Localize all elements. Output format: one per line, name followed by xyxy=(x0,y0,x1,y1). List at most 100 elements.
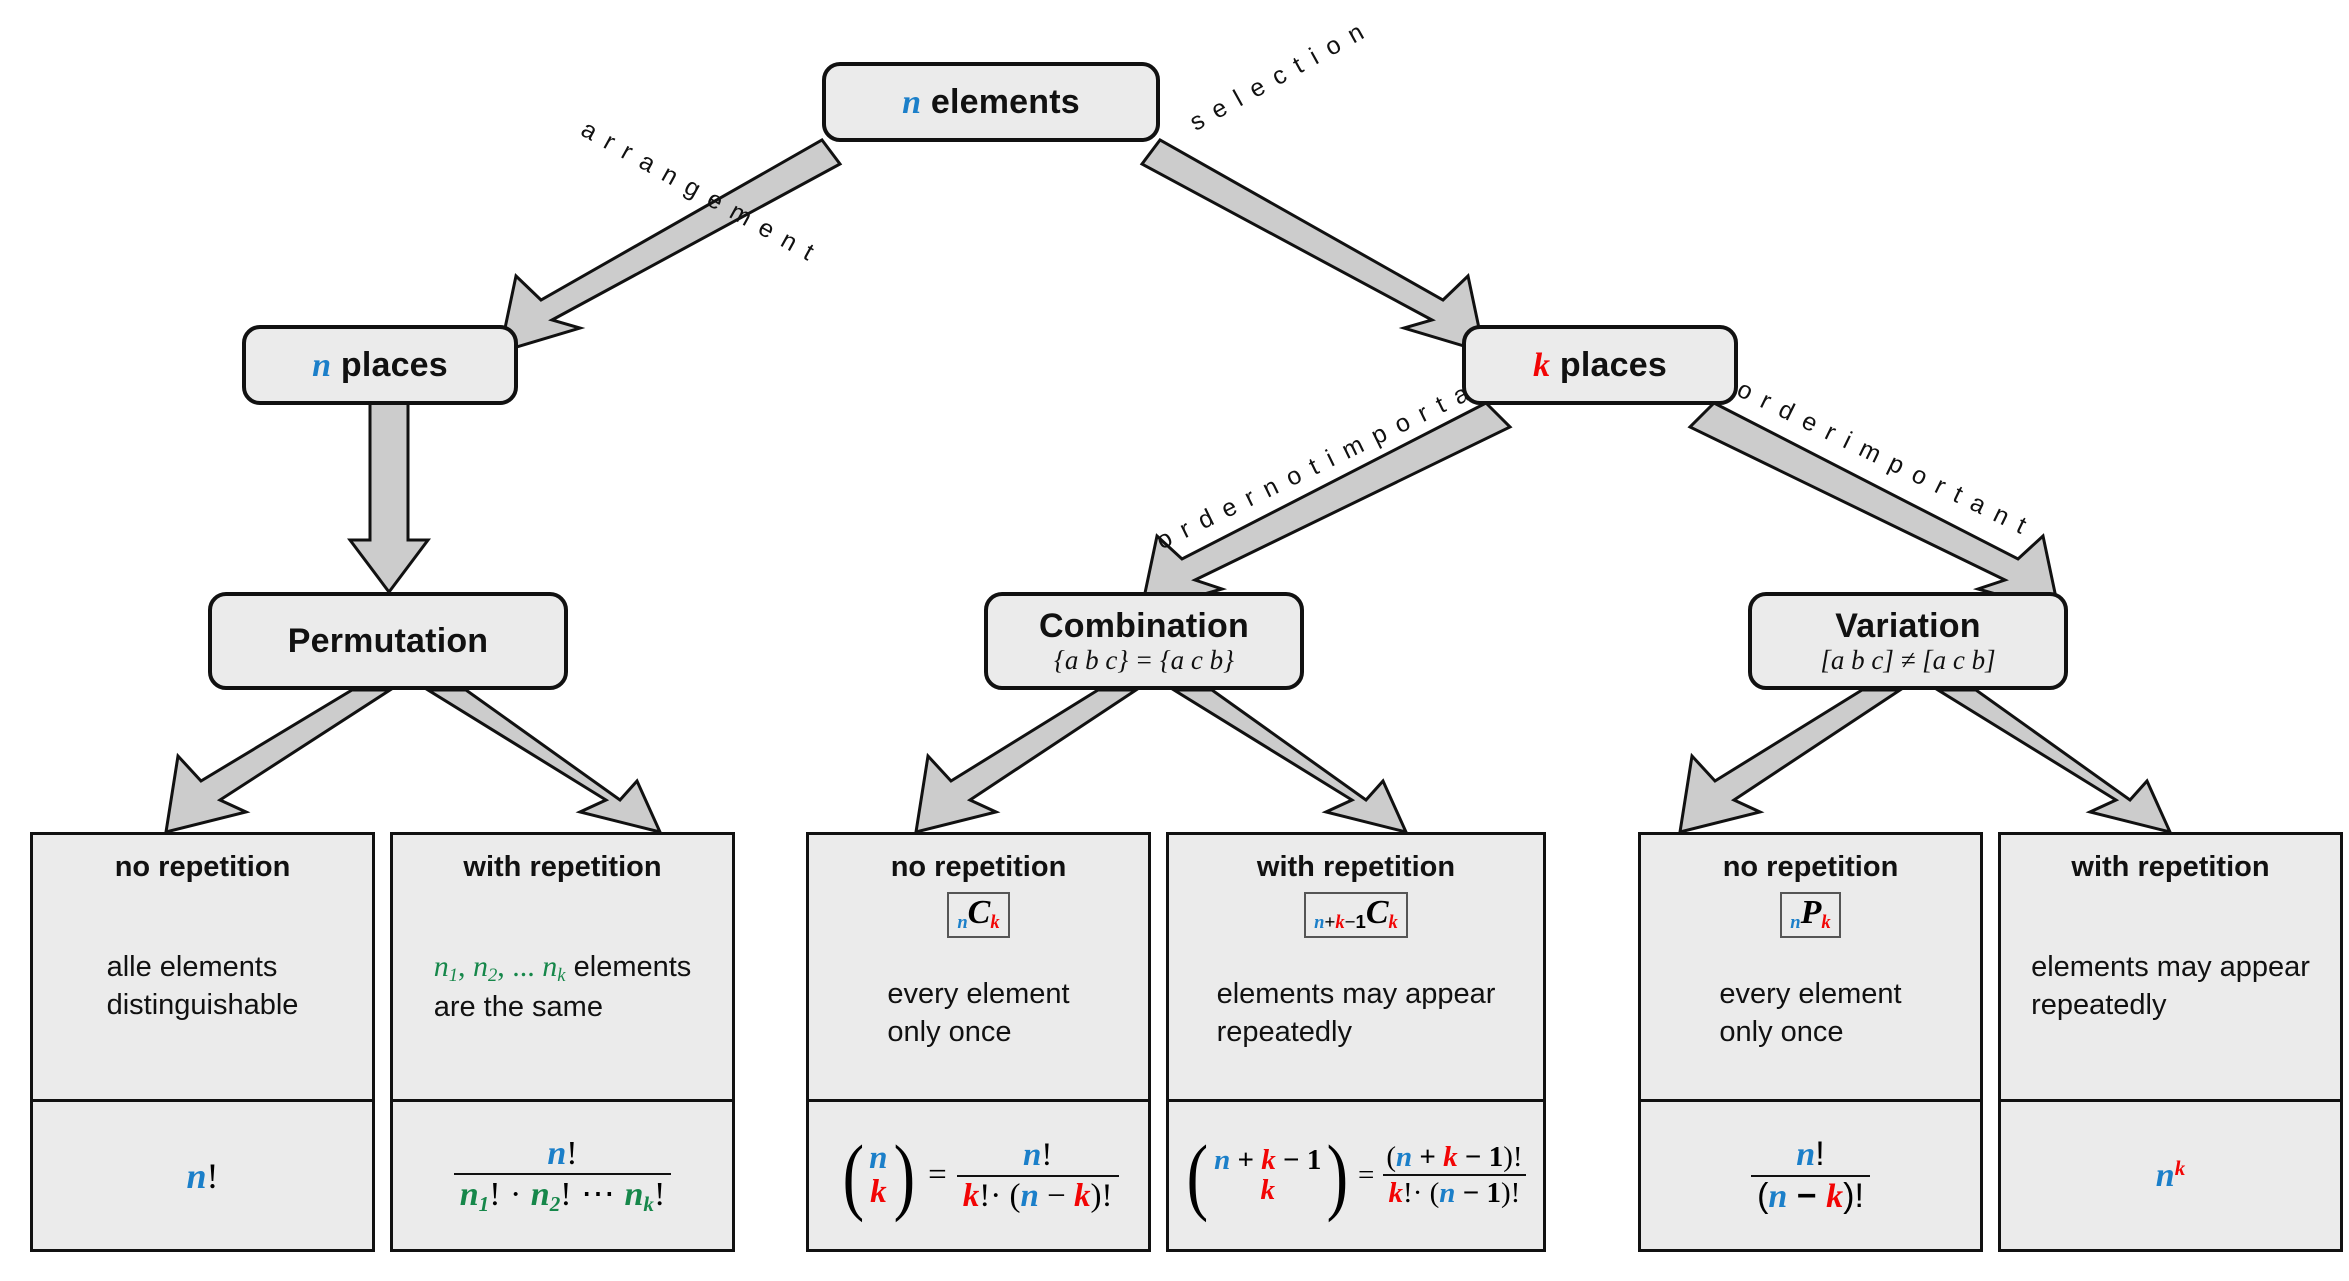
desc-line-2: distinguishable xyxy=(106,988,299,1021)
den-k: k xyxy=(1826,1177,1844,1215)
fraction-numerator: n! xyxy=(1017,1138,1058,1175)
num-k: k xyxy=(1443,1141,1458,1174)
den-minus: − xyxy=(1796,1176,1817,1215)
leaf-var-with-rep-desc: elements may appear repeatedly xyxy=(2031,949,2310,1024)
desc-line-1: elements may appear xyxy=(2031,950,2310,983)
formula-n: n xyxy=(186,1155,207,1196)
fraction-numerator: n! xyxy=(1790,1135,1830,1175)
fraction-denominator: n1! · n2! ⋯ nk! xyxy=(453,1173,672,1215)
leaf-var-with-rep-formula: nk xyxy=(2001,1099,2340,1249)
node-variation[interactable]: Variation [a b c] ≠ [a c b] xyxy=(1748,592,2068,690)
desc-line-1: every element xyxy=(887,977,1070,1010)
desc-line-1: elements may appear xyxy=(1216,977,1496,1010)
fraction-denominator: (n − k)! xyxy=(1751,1174,1870,1215)
leaf-var-with-rep-header: with repetition xyxy=(2071,851,2270,883)
den-rparen: ) xyxy=(1843,1176,1855,1215)
node-n-elements[interactable]: n elements xyxy=(822,62,1160,142)
ellipsis: ... xyxy=(512,950,535,984)
den-n2: n xyxy=(530,1176,550,1214)
n-places-var: n xyxy=(312,346,332,384)
node-combination[interactable]: Combination {a b c} = {a c b} xyxy=(984,592,1304,690)
arrow-variation-to-var-no-rep xyxy=(1678,688,1905,835)
n-places-label: places xyxy=(331,345,448,384)
leaf-comb-no-rep[interactable]: no repetition nCk every element only onc… xyxy=(806,832,1151,1252)
sub-1: 1 xyxy=(448,965,458,987)
binom-bottom-k: k xyxy=(870,1174,887,1211)
num-bang: ! xyxy=(1512,1141,1523,1174)
var-nk: n xyxy=(542,950,558,984)
num-bang: ! xyxy=(566,1134,578,1172)
leaf-var-with-rep[interactable]: with repetition elements may appear repe… xyxy=(1998,832,2343,1252)
arrow-root-to-n-places xyxy=(498,138,843,355)
num-rparen: ) xyxy=(1503,1141,1513,1174)
leaf-comb-with-rep-header: with repetition xyxy=(1256,851,1456,883)
den-bang-1: ! xyxy=(489,1176,501,1214)
binom-k: k xyxy=(1261,1143,1276,1176)
binom-minus: − xyxy=(1283,1143,1300,1176)
elements-word: elements xyxy=(565,951,692,984)
den-k: k xyxy=(962,1177,980,1214)
binom-top-expr: n + k − 1 xyxy=(1214,1143,1321,1176)
notation-sub-one: 1 xyxy=(1355,911,1366,933)
lparen: ( xyxy=(842,1127,864,1224)
num-n: n xyxy=(547,1134,567,1172)
notation-sub-k: k xyxy=(1335,912,1345,934)
num-lparen: ( xyxy=(1386,1141,1396,1174)
node-permutation[interactable]: Permutation xyxy=(208,592,568,690)
variation-title: Variation xyxy=(1835,606,1981,645)
den-cdot: · xyxy=(990,1177,1002,1214)
den-cdot-1: · xyxy=(509,1176,522,1214)
binom-plus: + xyxy=(1237,1143,1255,1176)
rparen: ) xyxy=(893,1127,915,1224)
rparen: ) xyxy=(1326,1127,1349,1224)
den-one: 1 xyxy=(1486,1177,1501,1210)
fraction-denominator: k!· (n − k)! xyxy=(956,1174,1119,1214)
den-minus: − xyxy=(1047,1177,1066,1214)
leaf-var-with-rep-top: with repetition elements may appear repe… xyxy=(2001,835,2340,1099)
leaf-perm-no-rep[interactable]: no repetition alle elements distinguisha… xyxy=(30,832,375,1252)
arrow-combination-to-comb-no-rep xyxy=(914,688,1141,835)
den-minus: − xyxy=(1462,1177,1480,1210)
den-k: k xyxy=(1388,1177,1404,1210)
equals-sign: = xyxy=(1357,1158,1375,1191)
leaf-comb-no-rep-header: no repetition xyxy=(890,851,1067,883)
leaf-comb-with-rep[interactable]: with repetition n+k−1Ck elements may app… xyxy=(1166,832,1546,1252)
arrow-combination-to-comb-with-rep xyxy=(1168,688,1409,835)
leaf-var-no-rep[interactable]: no repetition nPk every element only onc… xyxy=(1638,832,1983,1252)
num-n: n xyxy=(1796,1135,1816,1173)
var-n1: n xyxy=(433,950,449,984)
node-k-places[interactable]: k places xyxy=(1462,325,1738,405)
leaf-perm-with-rep[interactable]: with repetition n1, n2, ... nk elements … xyxy=(390,832,735,1252)
notation-nPk: nPk xyxy=(1780,892,1841,939)
root-var-n: n xyxy=(902,83,922,121)
leaf-perm-no-rep-desc: alle elements distinguishable xyxy=(107,949,299,1024)
arrow-permutation-to-perm-no-rep xyxy=(164,688,396,835)
sub-k: k xyxy=(557,965,566,987)
formula-n: n xyxy=(2155,1157,2175,1194)
leaf-var-no-rep-header: no repetition xyxy=(1722,851,1899,883)
root-label: elements xyxy=(921,82,1080,121)
notation-C: C xyxy=(1365,894,1389,932)
combination-subtitle: {a b c} = {a c b} xyxy=(1054,645,1234,676)
permutation-title: Permutation xyxy=(287,621,489,660)
den-bang-k: ! xyxy=(1403,1177,1413,1210)
binomial-npkm1-choose-k: ( n + k − 1 k ) xyxy=(1183,1127,1351,1224)
den-n: n xyxy=(1439,1177,1456,1210)
leaf-perm-with-rep-header: with repetition xyxy=(463,851,662,883)
leaf-perm-no-rep-top: no repetition alle elements distinguisha… xyxy=(33,835,372,1099)
binom-top-n: n xyxy=(869,1139,888,1176)
var-n2: n xyxy=(473,950,488,984)
num-plus: + xyxy=(1419,1141,1436,1174)
desc-line-2: only once xyxy=(887,1015,1012,1048)
notation-npkm1Ck: n+k−1Ck xyxy=(1304,892,1408,939)
leaf-var-no-rep-desc: every element only once xyxy=(1719,976,1901,1051)
den-bang-k: ! xyxy=(653,1176,666,1214)
node-n-places[interactable]: n places xyxy=(242,325,518,405)
binom-bottom-k: k xyxy=(1260,1174,1275,1207)
den-n: n xyxy=(1020,1177,1039,1214)
den-ldots: ⋯ xyxy=(581,1176,616,1214)
arrow-permutation-to-perm-with-rep xyxy=(422,688,663,835)
formula-exponent-k: k xyxy=(2174,1156,2186,1181)
